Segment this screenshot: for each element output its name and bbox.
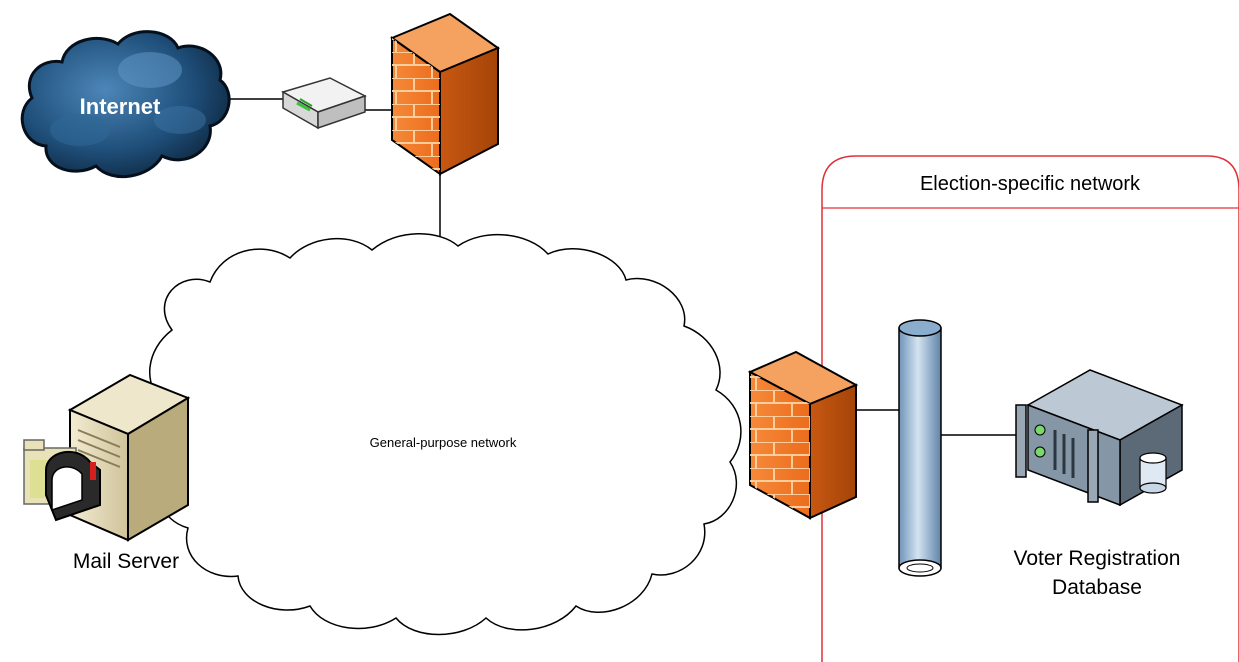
mail-server-label: Mail Server	[73, 550, 179, 573]
general-network-label: General-purpose network	[370, 435, 517, 450]
firewall-top-icon	[389, 12, 501, 176]
internet-cloud-icon	[20, 30, 231, 179]
connection-lines	[230, 98, 1017, 436]
election-zone-title: Election-specific network	[920, 173, 1141, 195]
internet-label: Internet	[80, 94, 161, 119]
firewall-inner-icon	[747, 350, 859, 520]
router-icon	[281, 77, 367, 130]
general-network-cloud: General-purpose network	[146, 233, 742, 636]
mail-server-icon: Mail Server	[23, 373, 191, 573]
voter-db-label-line2: Database	[1052, 576, 1142, 599]
database-server-icon: Voter Registration Database	[1014, 369, 1184, 599]
voter-db-label-line1: Voter Registration	[1014, 547, 1181, 570]
election-zone: Election-specific network	[821, 155, 1239, 662]
network-backbone-icon	[898, 319, 942, 577]
